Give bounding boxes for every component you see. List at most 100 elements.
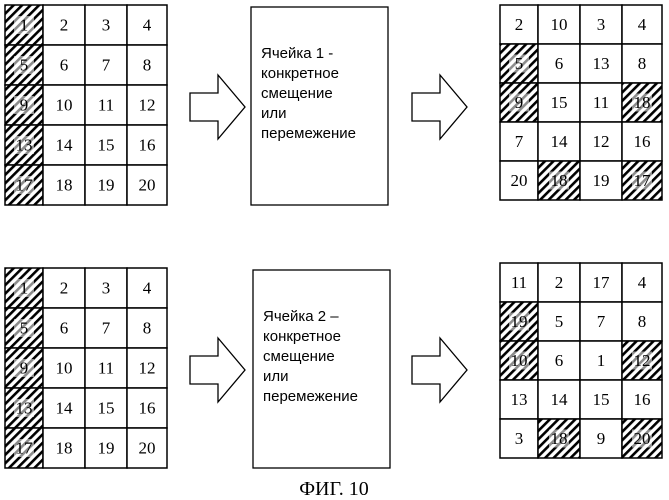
cell-number: 3: [102, 279, 111, 298]
cell-number: 20: [511, 171, 528, 190]
cell-number: 4: [143, 279, 152, 298]
cell-number: 8: [143, 56, 152, 75]
cell-number: 2: [555, 273, 564, 292]
cell-number: 18: [551, 429, 568, 448]
cell-number: 8: [638, 54, 647, 73]
cell-number: 19: [593, 171, 610, 190]
cell-number: 18: [634, 93, 651, 112]
cell-number: 18: [56, 176, 73, 195]
cell-number: 6: [555, 351, 564, 370]
cell-number: 8: [638, 312, 647, 331]
cell-number: 10: [551, 15, 568, 34]
cell-number: 8: [143, 319, 152, 338]
process-box-line: Ячейка 2 –: [263, 308, 339, 325]
cell-number: 11: [98, 96, 114, 115]
input-grid: 1234567891011121314151617181920: [5, 5, 167, 205]
cell-number: 20: [139, 439, 156, 458]
cell-number: 16: [634, 132, 651, 151]
right-arrow-icon: [412, 338, 467, 402]
output-grid: 1121741957810611213141516318920: [500, 263, 662, 458]
cell-number: 2: [60, 16, 69, 35]
cell-number: 6: [555, 54, 564, 73]
cell-number: 17: [634, 171, 652, 190]
process-box-line: смещение: [263, 348, 335, 365]
cell-number: 5: [555, 312, 564, 331]
input-grid: 1234567891011121314151617181920: [5, 268, 167, 468]
cell-number: 12: [139, 96, 156, 115]
cell-number: 6: [60, 56, 69, 75]
cell-number: 9: [20, 96, 29, 115]
process-box-line: перемежение: [261, 125, 356, 142]
process-box-line: перемежение: [263, 388, 358, 405]
cell-number: 11: [511, 273, 527, 292]
cell-number: 19: [98, 439, 115, 458]
cell-number: 7: [597, 312, 606, 331]
cell-number: 6: [60, 319, 69, 338]
cell-number: 13: [511, 390, 528, 409]
output-grid: 2 10 3 4 5 6 13 8 9 15 11 18 7 14 12 16 20 18 19 17: [500, 5, 662, 200]
cell-number: 9: [20, 359, 29, 378]
cell-number: 4: [638, 273, 647, 292]
cell-number: 2: [60, 279, 69, 298]
cell-number: 10: [56, 96, 73, 115]
cell-number: 9: [515, 93, 524, 112]
cell-number: 15: [98, 399, 115, 418]
cell-number: 17: [16, 439, 34, 458]
cell-number: 3: [515, 429, 524, 448]
cell-number: 19: [98, 176, 115, 195]
cell-number: 13: [16, 136, 33, 155]
cell-number: 5: [515, 54, 524, 73]
cell-number: 14: [56, 136, 74, 155]
cell-number: 15: [593, 390, 610, 409]
process-box-line: или: [263, 368, 289, 385]
cell-number: 11: [98, 359, 114, 378]
cell-number: 3: [102, 16, 111, 35]
cell-number: 14: [56, 399, 74, 418]
cell-number: 1: [20, 279, 29, 298]
cell-number: 7: [515, 132, 524, 151]
cell-number: 1: [20, 16, 29, 35]
cell-number: 18: [551, 171, 568, 190]
process-box-line: смещение: [261, 85, 333, 102]
process-box-line: или: [261, 105, 287, 122]
cell-number: 13: [16, 399, 33, 418]
cell-number: 7: [102, 319, 111, 338]
cell-number: 20: [139, 176, 156, 195]
cell-number: 12: [139, 359, 156, 378]
cell-number: 1: [597, 351, 606, 370]
cell-number: 15: [98, 136, 115, 155]
cell-number: 10: [511, 351, 528, 370]
cell-number: 19: [511, 312, 528, 331]
cell-number: 11: [593, 93, 609, 112]
cell-number: 18: [56, 439, 73, 458]
process-box-line: конкретное: [261, 65, 339, 82]
cell-number: 14: [551, 132, 569, 151]
cell-number: 13: [593, 54, 610, 73]
cell-number: 16: [634, 390, 651, 409]
cell-number: 10: [56, 359, 73, 378]
process-box-line: Ячейка 1 -: [261, 45, 333, 62]
cell-number: 16: [139, 399, 156, 418]
cell-number: 4: [638, 15, 647, 34]
cell-number: 4: [143, 16, 152, 35]
cell-number: 12: [593, 132, 610, 151]
right-arrow-icon: [190, 338, 245, 402]
cell-number: 12: [634, 351, 651, 370]
cell-number: 17: [593, 273, 611, 292]
right-arrow-icon: [190, 75, 245, 139]
process-box-line: конкретное: [263, 328, 341, 345]
right-arrow-icon: [412, 75, 467, 139]
cell-number: 20: [634, 429, 651, 448]
cell-number: 2: [515, 15, 524, 34]
cell-number: 16: [139, 136, 156, 155]
cell-number: 5: [20, 319, 29, 338]
cell-number: 7: [102, 56, 111, 75]
cell-number: 9: [597, 429, 606, 448]
figure-caption: ФИГ. 10: [299, 478, 369, 500]
cell-number: 3: [597, 15, 606, 34]
cell-number: 14: [551, 390, 569, 409]
cell-number: 5: [20, 56, 29, 75]
cell-number: 15: [551, 93, 568, 112]
cell-number: 17: [16, 176, 34, 195]
